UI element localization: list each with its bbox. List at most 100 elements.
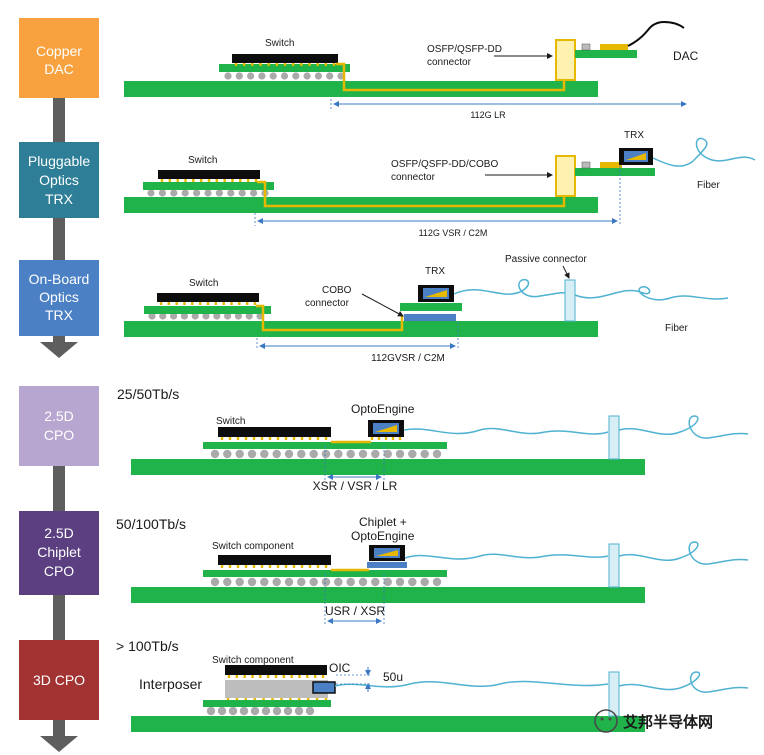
label-connector-2: connector (391, 172, 436, 183)
chip-bumps (227, 675, 325, 678)
solder-ball (383, 449, 392, 459)
chiplet-die (367, 562, 407, 568)
solder-ball (408, 449, 417, 459)
interposer-bumps (226, 697, 328, 700)
label-connector-1: OSFP/QSFP-DD (427, 44, 502, 55)
solder-ball (147, 189, 155, 197)
label-switch: Switch component (212, 541, 294, 552)
micro-bump (235, 697, 239, 700)
stage-column: Copper DAC Pluggable Optics TRX On-Board… (19, 18, 99, 752)
micro-bump (160, 179, 164, 182)
solder-ball (321, 449, 331, 459)
micro-bump (222, 302, 225, 305)
package-substrate (144, 306, 271, 314)
solder-ball (371, 449, 380, 459)
micro-bump (298, 675, 301, 678)
stage-label-copper-2: DAC (44, 61, 74, 77)
wechat-icon (594, 709, 618, 733)
micro-bump (280, 697, 283, 700)
stage-box-cpo3d (19, 640, 99, 720)
fiber-cable (403, 427, 609, 435)
stage-label-cpo25-2: CPO (44, 427, 74, 443)
solder-ball (284, 577, 294, 587)
stage-label-chiplet-2: Chiplet (37, 544, 81, 560)
solder-ball (314, 72, 322, 80)
package-substrate (143, 182, 274, 190)
solder-ball (193, 189, 201, 197)
watermark: 艾邦半导体网 (594, 709, 713, 733)
cobo-socket (404, 314, 456, 321)
micro-bump (254, 179, 258, 182)
solder-ball (294, 706, 304, 716)
wechat-icon-eye (600, 717, 604, 721)
micro-bump (259, 63, 262, 66)
solder-ball (235, 449, 244, 459)
solder-ball (280, 72, 289, 80)
micro-bump (271, 697, 274, 700)
passive-pointer (562, 265, 570, 279)
stage-label-cpo25-1: 2.5D (44, 408, 74, 424)
bga-balls (206, 706, 315, 716)
passive-connector (608, 543, 620, 588)
solder-ball (309, 577, 318, 587)
micro-bump (274, 675, 278, 678)
solder-ball (334, 577, 343, 587)
label-switch: Switch component (212, 655, 294, 666)
switch-chip (232, 54, 338, 63)
micro-bump (316, 437, 320, 440)
micro-bump (244, 697, 247, 700)
solder-ball (238, 189, 246, 197)
micro-bump (159, 302, 163, 305)
micro-bump (230, 302, 233, 305)
label-connector-1: COBO (322, 285, 352, 296)
solder-ball (247, 72, 255, 80)
stage-label-copper-1: Copper (36, 43, 82, 59)
label-switch: Switch (189, 278, 218, 289)
chip-bumps (159, 302, 257, 305)
passive-connector (564, 279, 576, 322)
micro-bump (191, 302, 194, 305)
label-fiber: Fiber (665, 323, 688, 334)
micro-bump (308, 437, 312, 440)
micro-bump (184, 179, 187, 182)
solder-ball (224, 312, 232, 320)
solder-ball (272, 449, 281, 459)
solder-ball (191, 312, 199, 320)
micro-bump (236, 565, 240, 568)
fiber-cable (453, 278, 569, 298)
module-plug (581, 161, 591, 169)
fiber-cable (334, 680, 609, 688)
label-switch: Switch (265, 38, 294, 49)
micro-bump (246, 302, 249, 305)
solder-ball (346, 577, 355, 587)
pluggable-connector (555, 155, 576, 197)
micro-bump (308, 63, 311, 66)
stage-box-cpo25 (19, 386, 99, 466)
stage-box-copper (19, 18, 99, 98)
micro-bump (284, 437, 288, 440)
micro-bump (260, 437, 264, 440)
micro-bump (300, 437, 304, 440)
micro-bump (307, 697, 310, 700)
trx-laser (425, 290, 447, 297)
micro-bump (214, 302, 217, 305)
switch-chip (157, 293, 259, 302)
solder-ball (408, 577, 417, 587)
solder-ball (227, 189, 235, 197)
micro-bump (391, 437, 395, 440)
package-substrate (203, 700, 331, 707)
micro-bump (292, 437, 296, 440)
micro-bump (324, 437, 328, 440)
bga-balls (147, 189, 269, 197)
stage-arrow-shaft (53, 334, 65, 344)
solder-ball (272, 706, 282, 716)
label-link: 112G LR (470, 110, 506, 120)
label-engine-1: Chiplet + (359, 515, 407, 529)
label-fiber: Fiber (697, 180, 720, 191)
stage-arrow-shaft (53, 216, 65, 262)
pluggable-connector (555, 39, 576, 81)
stage-arrow-shaft (53, 96, 65, 144)
solder-ball (395, 577, 405, 587)
solder-ball (247, 577, 257, 587)
